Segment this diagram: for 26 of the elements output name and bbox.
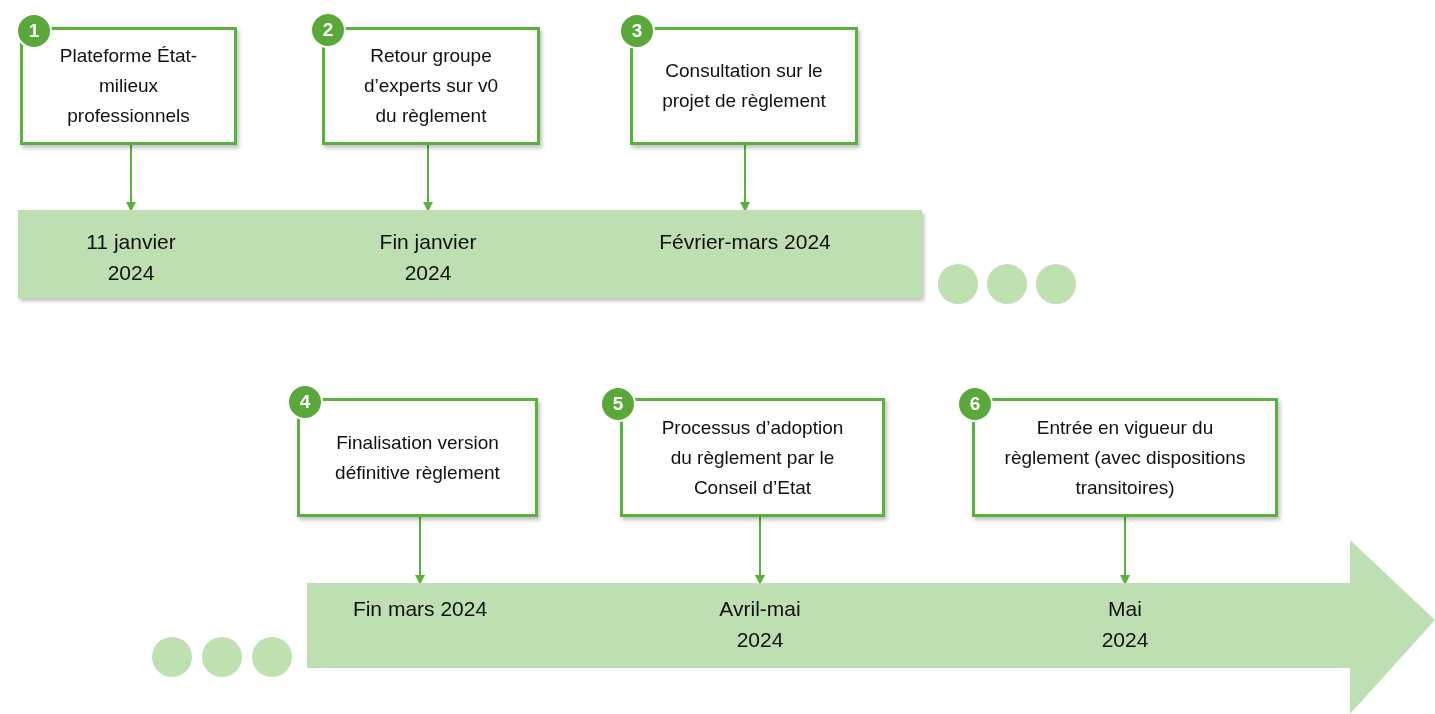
step-number: 4	[287, 384, 323, 420]
continuation-dot	[252, 637, 292, 677]
arrow	[415, 516, 425, 585]
step-number: 6	[957, 386, 993, 422]
arrow	[126, 144, 136, 212]
step-number: 5	[600, 386, 636, 422]
arrow	[755, 516, 765, 585]
arrow	[740, 144, 750, 212]
date-label: Février-mars 2024	[630, 210, 860, 298]
step-number: 3	[619, 13, 655, 49]
date-label: Mai 2024	[1090, 583, 1160, 668]
timeline-arrow	[307, 540, 1435, 714]
date-label: 11 janvier 2024	[66, 210, 196, 298]
step-number: 1	[16, 13, 52, 49]
continuation-dot	[938, 264, 978, 304]
date-label: Avril-mai 2024	[700, 583, 820, 668]
continuation-dot	[202, 637, 242, 677]
date-label: Fin janvier 2024	[363, 210, 493, 298]
step-number: 2	[310, 12, 346, 48]
timeline-band	[18, 210, 922, 298]
continuation-dot	[987, 264, 1027, 304]
date-label: Fin mars 2024	[340, 583, 500, 668]
continuation-dot	[1036, 264, 1076, 304]
continuation-dot	[152, 637, 192, 677]
arrow	[1120, 516, 1130, 585]
arrow	[423, 144, 433, 212]
